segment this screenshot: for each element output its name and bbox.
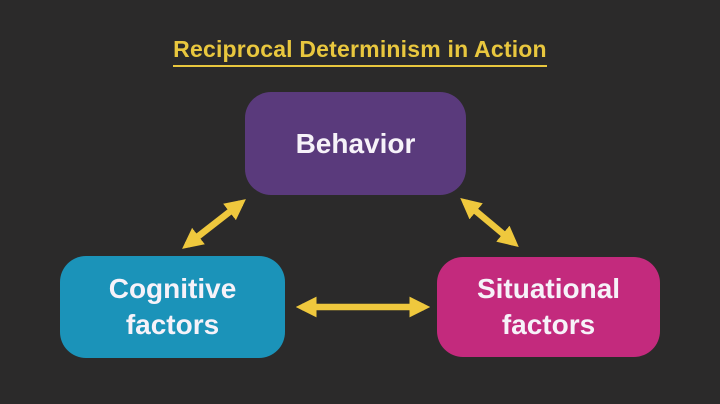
- arrow-behavior-cognitive: [182, 199, 246, 249]
- node-cognitive-label-line1: Cognitive: [108, 273, 237, 305]
- node-behavior-label: Behavior: [295, 127, 416, 159]
- arrow-behavior-situational: [460, 197, 519, 248]
- node-cognitive-factors: Cognitive factors: [60, 256, 285, 358]
- page-title-text: Reciprocal Determinism in Action: [173, 36, 547, 67]
- node-situational-label-line1: Situational: [476, 273, 621, 305]
- node-behavior: Behavior: [245, 92, 466, 195]
- node-cognitive-label-line2: factors: [125, 309, 220, 340]
- page-title: Reciprocal Determinism in Action: [0, 36, 720, 67]
- node-situational-factors: Situational factors: [437, 257, 660, 357]
- node-situational-label-line2: factors: [501, 309, 596, 340]
